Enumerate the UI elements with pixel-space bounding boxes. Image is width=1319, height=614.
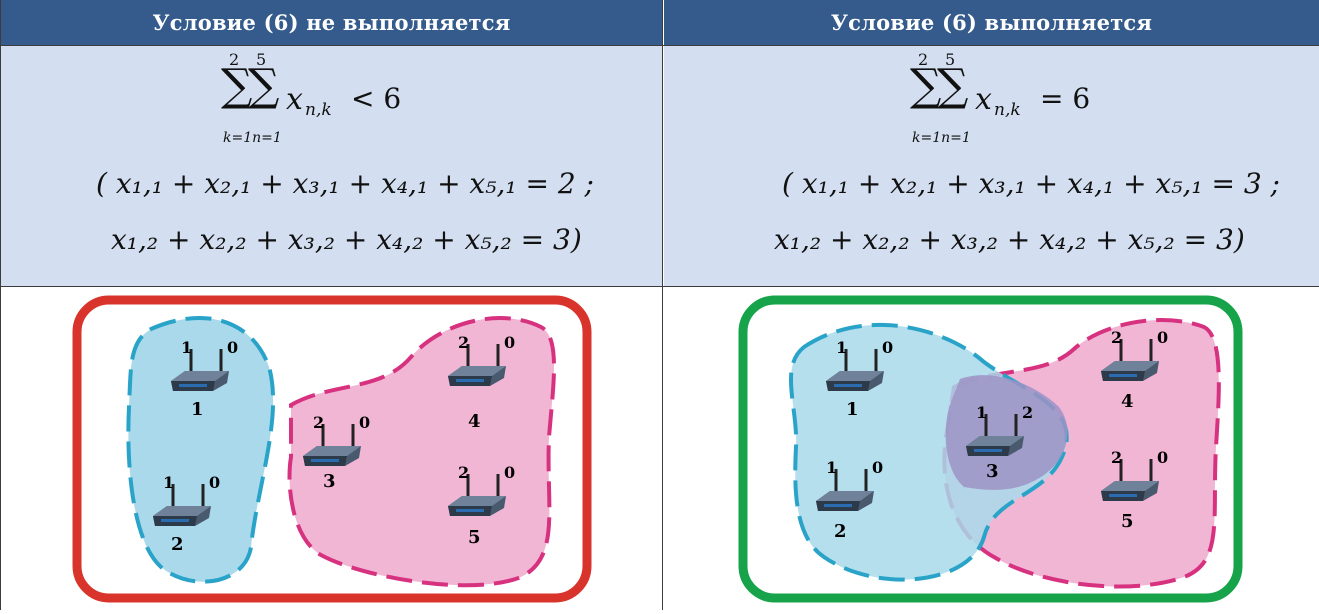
table-column-divider — [662, 0, 663, 610]
router-2-id: 2 — [834, 521, 847, 542]
router-3-right-label: 0 — [359, 413, 370, 432]
router-2-right-label: 0 — [209, 473, 220, 492]
sum-lower-limits: k=1n=1 — [223, 130, 282, 146]
router-5-id: 5 — [468, 527, 481, 548]
router-node-1: 1 0 1 — [824, 338, 893, 420]
sum-lower-limits: k=1n=1 — [912, 130, 971, 146]
router-1-id: 1 — [846, 399, 859, 420]
sum-upper-outer: 2 — [918, 50, 929, 69]
header-left: Условие (6) не выполняется — [1, 0, 662, 45]
router-2-left-label: 1 — [163, 473, 174, 492]
sum-upper-inner: 5 — [945, 50, 956, 69]
router-4-id: 4 — [1121, 391, 1134, 412]
router-node-2: 1 0 2 — [151, 473, 220, 555]
router-4-right-label: 0 — [504, 333, 515, 352]
sum-upper-outer: 2 — [229, 50, 240, 69]
router-1-id: 1 — [191, 399, 204, 420]
sum-variable: x — [975, 82, 992, 117]
network-diagram-right: 1 0 1 1 0 2 1 2 3 2 0 4 — [738, 295, 1243, 603]
router-2-left-label: 1 — [826, 458, 837, 477]
formula-line-2: x₁,₂ + x₂,₂ + x₃,₂ + x₄,₂ + x₅,₂ = 3) — [111, 223, 582, 256]
sigma-outer-icon: ∑ — [221, 60, 253, 111]
router-4-id: 4 — [468, 411, 481, 432]
router-4-right-label: 0 — [1157, 328, 1168, 347]
router-3-id: 3 — [986, 461, 999, 482]
router-1-left-label: 1 — [836, 338, 847, 357]
formula-line-1: ( x₁,₁ + x₂,₁ + x₃,₁ + x₄,₁ + x₅,₁ = 3 ; — [782, 167, 1280, 200]
router-5-right-label: 0 — [504, 463, 515, 482]
frame-rect — [738, 295, 1243, 603]
sigma-inner-icon: ∑ — [248, 60, 280, 111]
router-2-id: 2 — [171, 534, 184, 555]
sum-variable: x — [286, 82, 303, 117]
diagram-cell-left: 1 0 1 1 0 2 2 0 3 2 0 4 — [1, 287, 662, 610]
router-2-right-label: 0 — [872, 458, 883, 477]
router-1-left-label: 1 — [181, 338, 192, 357]
router-3-left-label: 2 — [313, 413, 324, 432]
header-right: Условие (6) выполняется — [664, 0, 1319, 45]
group-1-area — [126, 316, 276, 584]
formula-line-1: ( x₁,₁ + x₂,₁ + x₃,₁ + x₄,₁ + x₅,₁ = 2 ; — [96, 167, 594, 200]
router-3-left-label: 1 — [976, 403, 987, 422]
router-node-5: 2 0 5 — [446, 463, 515, 548]
sum-variable-subscript: n,k — [305, 100, 332, 120]
formula-cell-right: 2 5 ∑ ∑ k=1n=1 x n,k = 6 ( x₁,₁ + x₂,₁ +… — [664, 46, 1319, 286]
router-3-id: 3 — [323, 471, 336, 492]
router-1-right-label: 0 — [882, 338, 893, 357]
header-left-label: Условие (6) не выполняется — [152, 10, 511, 35]
table-row-divider-2 — [0, 286, 1319, 287]
router-5-left-label: 2 — [458, 463, 469, 482]
frame-rect — [72, 295, 592, 603]
network-diagram-left: 1 0 1 1 0 2 2 0 3 2 0 4 — [72, 295, 592, 603]
router-3-right-label: 2 — [1022, 403, 1033, 422]
sigma-outer-icon: ∑ — [910, 60, 942, 111]
header-right-label: Условие (6) выполняется — [830, 10, 1153, 35]
diagram-cell-right: 1 0 1 1 0 2 1 2 3 2 0 4 — [664, 287, 1319, 610]
router-5-right-label: 0 — [1157, 448, 1168, 467]
router-node-5: 2 0 5 — [1099, 448, 1168, 532]
router-4-left-label: 2 — [1111, 328, 1122, 347]
sigma-inner-icon: ∑ — [937, 60, 969, 111]
sum-relation: < 6 — [351, 82, 402, 115]
router-5-left-label: 2 — [1111, 448, 1122, 467]
formula-cell-left: 2 5 ∑ ∑ k=1n=1 x n,k < 6 ( x₁,₁ + x₂,₁ +… — [1, 46, 662, 286]
overlap-area — [945, 375, 1068, 490]
router-node-3: 2 0 3 — [301, 413, 370, 492]
formula-line-2: x₁,₂ + x₂,₂ + x₃,₂ + x₄,₂ + x₅,₂ = 3) — [774, 223, 1245, 256]
router-5-id: 5 — [1121, 511, 1134, 532]
router-node-2: 1 0 2 — [814, 458, 883, 542]
router-4-left-label: 2 — [458, 333, 469, 352]
sum-relation: = 6 — [1040, 82, 1091, 115]
sum-upper-inner: 5 — [256, 50, 267, 69]
table-border-left — [0, 0, 1, 610]
router-node-1: 1 0 1 — [169, 338, 238, 420]
sum-variable-subscript: n,k — [994, 100, 1021, 120]
router-1-right-label: 0 — [227, 338, 238, 357]
router-node-4: 2 0 4 — [446, 333, 515, 432]
router-node-4: 2 0 4 — [1099, 328, 1168, 412]
table-row-divider-1 — [0, 45, 1319, 46]
router-node-3: 1 2 3 — [964, 403, 1033, 482]
